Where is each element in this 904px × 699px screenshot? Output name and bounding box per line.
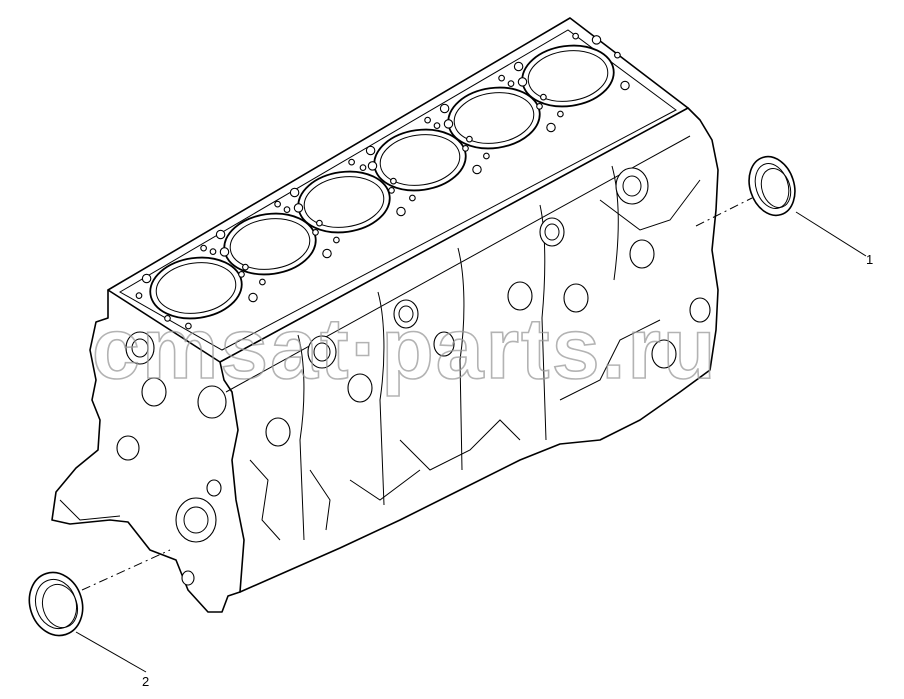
gasket-hole xyxy=(242,263,249,271)
gasket-hole xyxy=(293,203,304,213)
cylinder-bore-1 xyxy=(149,256,243,320)
gasket-hole xyxy=(219,247,230,257)
gasket-hole xyxy=(462,145,469,152)
gasket-hole xyxy=(367,161,378,171)
gasket-hole xyxy=(433,122,441,129)
gasket-hole xyxy=(466,135,473,143)
gasket-hole xyxy=(390,177,397,185)
gasket-hole xyxy=(141,273,152,284)
gasket-hole xyxy=(591,35,602,45)
gasket-hole xyxy=(498,74,505,82)
gasket-hole xyxy=(483,152,490,160)
gasket-hole xyxy=(443,119,454,129)
watermark: cmsat·parts.ru xyxy=(92,301,717,397)
gasket-hole xyxy=(238,271,245,278)
gasket-hole xyxy=(513,61,524,72)
gasket-holes xyxy=(135,32,630,330)
gasket-hole xyxy=(274,200,281,208)
gasket-hole xyxy=(289,187,300,198)
seal-ring-rear: 2 xyxy=(28,549,171,689)
gasket-hole xyxy=(209,248,217,255)
gasket-hole xyxy=(348,158,355,166)
block-front-face xyxy=(51,289,241,613)
gasket-hole xyxy=(316,219,323,227)
gasket-hole xyxy=(536,103,543,110)
gasket-hole xyxy=(424,116,431,124)
gasket-hole xyxy=(540,93,547,101)
seal-ring-front: 1 xyxy=(695,155,873,267)
callout-1-label: 1 xyxy=(866,252,873,267)
gasket-hole xyxy=(333,236,340,244)
gasket-hole xyxy=(185,322,192,330)
gasket-hole xyxy=(517,77,528,87)
gasket-hole xyxy=(283,206,291,213)
gasket-hole xyxy=(365,145,376,156)
gasket-hole xyxy=(259,278,266,286)
side-ports xyxy=(116,167,711,586)
gasket-hole xyxy=(620,80,630,91)
gasket-hole xyxy=(200,244,207,252)
gasket-hole xyxy=(409,194,416,202)
gasket-hole xyxy=(135,292,143,299)
gasket-hole xyxy=(572,32,579,40)
gasket-hole xyxy=(546,122,556,133)
engine-block xyxy=(51,17,719,613)
gasket-hole xyxy=(396,206,406,217)
gasket-hole xyxy=(614,51,621,59)
cylinder-bores xyxy=(149,44,615,320)
gasket-hole xyxy=(507,80,515,87)
gasket-hole xyxy=(248,292,258,303)
gasket-hole xyxy=(388,187,395,194)
gasket-hole xyxy=(215,229,226,240)
gasket-hole xyxy=(472,164,482,175)
gasket-hole xyxy=(164,315,171,322)
gasket-hole xyxy=(312,229,319,236)
gasket-hole xyxy=(322,248,332,259)
gasket-hole xyxy=(359,164,367,171)
gasket-hole xyxy=(439,103,450,114)
callout-2-label: 2 xyxy=(142,674,149,689)
gasket-hole xyxy=(557,110,564,118)
